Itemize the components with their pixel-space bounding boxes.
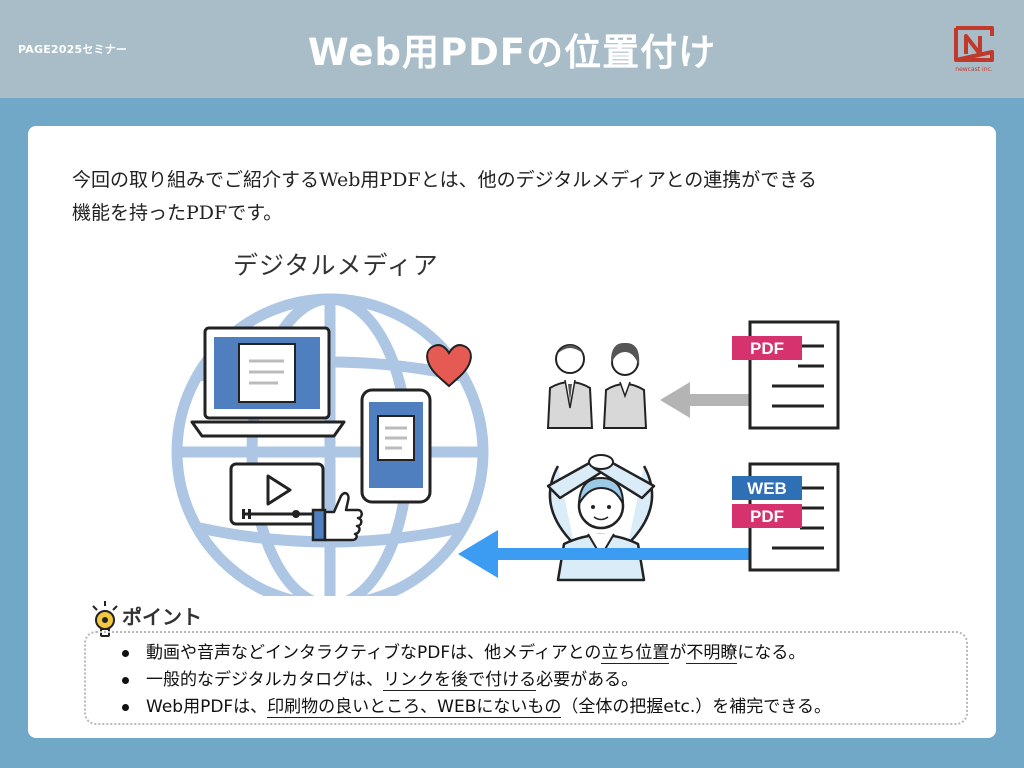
diagram-caption: デジタルメディア xyxy=(233,251,439,280)
content-card: 今回の取り組みでご紹介するWeb用PDFとは、他のデジタルメディアとの連携ができ… xyxy=(28,126,996,738)
point-list: 動画や音声などインタラクティブなPDFは、他メディアとの立ち位置が不明瞭になる。… xyxy=(118,640,831,721)
pdf-tag-bottom: PDF xyxy=(750,507,784,526)
intro-text: 今回の取り組みでご紹介するWeb用PDFとは、他のデジタルメディアとの連携ができ… xyxy=(72,164,952,230)
seminar-label: PAGE2025セミナー xyxy=(18,43,128,56)
list-item: 動画や音声などインタラクティブなPDFは、他メディアとの立ち位置が不明瞭になる。 xyxy=(118,640,831,667)
newcast-logo-icon xyxy=(954,26,994,62)
video-player-icon xyxy=(229,462,325,526)
intro-line-2: 機能を持ったPDFです。 xyxy=(72,202,283,224)
web-pdf-diagram: PDF WEB PDF xyxy=(171,293,840,596)
arrow-left-blue-icon xyxy=(458,530,750,578)
laptop-icon xyxy=(190,326,346,438)
web-tag: WEB xyxy=(747,479,787,498)
heart-icon xyxy=(426,344,472,388)
slide-title: Web用PDFの位置付け xyxy=(307,31,717,74)
point-title: ポイント xyxy=(122,605,202,629)
header-bar: PAGE2025セミナー Web用PDFの位置付け newcast inc. xyxy=(0,0,1024,98)
woman-ok-gesture-icon xyxy=(546,454,656,582)
intro-line-1: 今回の取り組みでご紹介するWeb用PDFとは、他のデジタルメディアとの連携ができ… xyxy=(72,169,817,191)
arrow-left-grey-icon xyxy=(660,382,750,418)
list-item: Web用PDFは、印刷物の良いところ、WEBにないもの（全体の把握etc.）を補… xyxy=(118,694,831,721)
point-box xyxy=(84,631,968,725)
web-pdf-document-icon xyxy=(732,462,840,572)
thumbs-up-icon xyxy=(311,491,363,542)
logo-caption: newcast inc. xyxy=(955,66,993,73)
pdf-tag-top: PDF xyxy=(750,339,784,358)
smartphone-icon xyxy=(360,388,432,504)
business-people-icon xyxy=(546,342,648,429)
pdf-document-icon xyxy=(732,320,840,430)
list-item: 一般的なデジタルカタログは、リンクを後で付ける必要がある。 xyxy=(118,667,831,694)
